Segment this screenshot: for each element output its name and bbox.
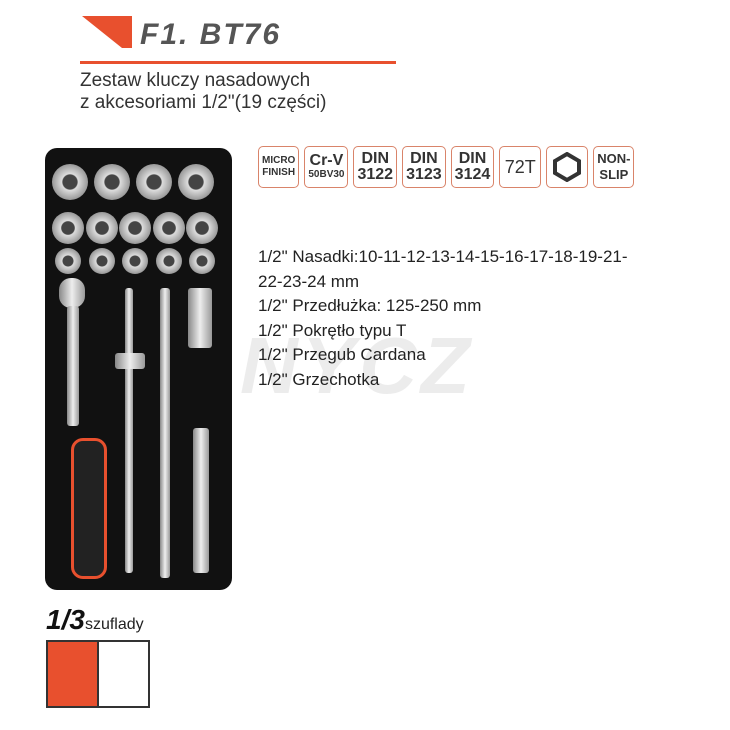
badge-text: 3123 bbox=[406, 166, 442, 183]
t-bar bbox=[125, 288, 133, 573]
spec-item: 1/2" Przegub Cardana bbox=[258, 345, 426, 364]
drawer-fraction: 1/3 bbox=[46, 604, 85, 635]
spec-item: 22-23-24 mm bbox=[258, 271, 360, 291]
ratchet-head bbox=[59, 278, 85, 308]
spec-item: 1/2" Nasadki:10-11-12-13-14-15-16-17-18-… bbox=[258, 247, 628, 266]
socket bbox=[155, 248, 182, 274]
socket bbox=[152, 212, 185, 244]
badge-text: 3124 bbox=[454, 166, 491, 183]
socket bbox=[52, 164, 88, 200]
logo-flag-icon bbox=[122, 16, 132, 48]
spec-item: 1/2" Przedłużka: 125-250 mm bbox=[258, 296, 482, 315]
hexagon-icon bbox=[546, 146, 589, 188]
socket bbox=[136, 164, 172, 200]
logo-flag-icon bbox=[82, 16, 122, 48]
t-bar-slider bbox=[115, 353, 145, 369]
watermark: NYCZ bbox=[240, 321, 474, 410]
spec-item: 1/2" Pokrętło typu T bbox=[258, 320, 407, 340]
title-line: z akcesoriami 1/2"(19 części) bbox=[80, 92, 327, 113]
socket bbox=[55, 248, 81, 274]
drawer-indicator bbox=[46, 640, 150, 708]
badge-text: DIN bbox=[361, 150, 390, 167]
badge-text: NON- bbox=[597, 151, 631, 166]
product-code: F1. BT76 bbox=[140, 18, 282, 51]
socket bbox=[94, 164, 130, 200]
badge-text: 72T bbox=[504, 156, 536, 177]
extension-250 bbox=[160, 288, 170, 578]
extension-125 bbox=[193, 428, 209, 573]
socket bbox=[52, 212, 84, 244]
badge-text: Cr-V bbox=[309, 152, 344, 169]
ratchet-handle bbox=[71, 438, 107, 579]
product-title: Zestaw kluczy nasadowych z akcesoriami 1… bbox=[80, 70, 326, 114]
badge-non-slip: NON-SLIP bbox=[593, 146, 635, 188]
badge-text: FINISH bbox=[262, 167, 296, 178]
socket bbox=[178, 164, 214, 200]
title-line: Zestaw kluczy nasadowych bbox=[80, 70, 311, 91]
badge-text: MICRO bbox=[262, 155, 296, 166]
drawer-size: 1/3szuflady bbox=[46, 604, 144, 636]
drawer-filled bbox=[48, 642, 99, 706]
socket bbox=[122, 248, 148, 274]
socket bbox=[119, 212, 151, 244]
drawer-label: szuflady bbox=[84, 616, 144, 633]
socket bbox=[85, 212, 118, 244]
universal-joint bbox=[188, 288, 212, 348]
badge-text: 50BV30 bbox=[308, 169, 345, 180]
spec-list: 1/2" Nasadki:10-11-12-13-14-15-16-17-18-… bbox=[258, 245, 628, 392]
ratchet-shaft bbox=[67, 306, 79, 426]
divider bbox=[80, 61, 396, 64]
tool-tray-image bbox=[45, 148, 232, 590]
socket bbox=[88, 248, 115, 274]
badge-text: DIN bbox=[410, 150, 438, 167]
badge-text: DIN bbox=[458, 150, 487, 167]
socket bbox=[189, 248, 215, 274]
badge-text: 3122 bbox=[357, 166, 394, 183]
badge-72t: 72T bbox=[499, 146, 542, 188]
spec-item: 1/2" Grzechotka bbox=[258, 369, 380, 389]
badge-text: SLIP bbox=[599, 167, 629, 182]
drawer-empty bbox=[99, 642, 148, 706]
socket bbox=[186, 212, 218, 244]
